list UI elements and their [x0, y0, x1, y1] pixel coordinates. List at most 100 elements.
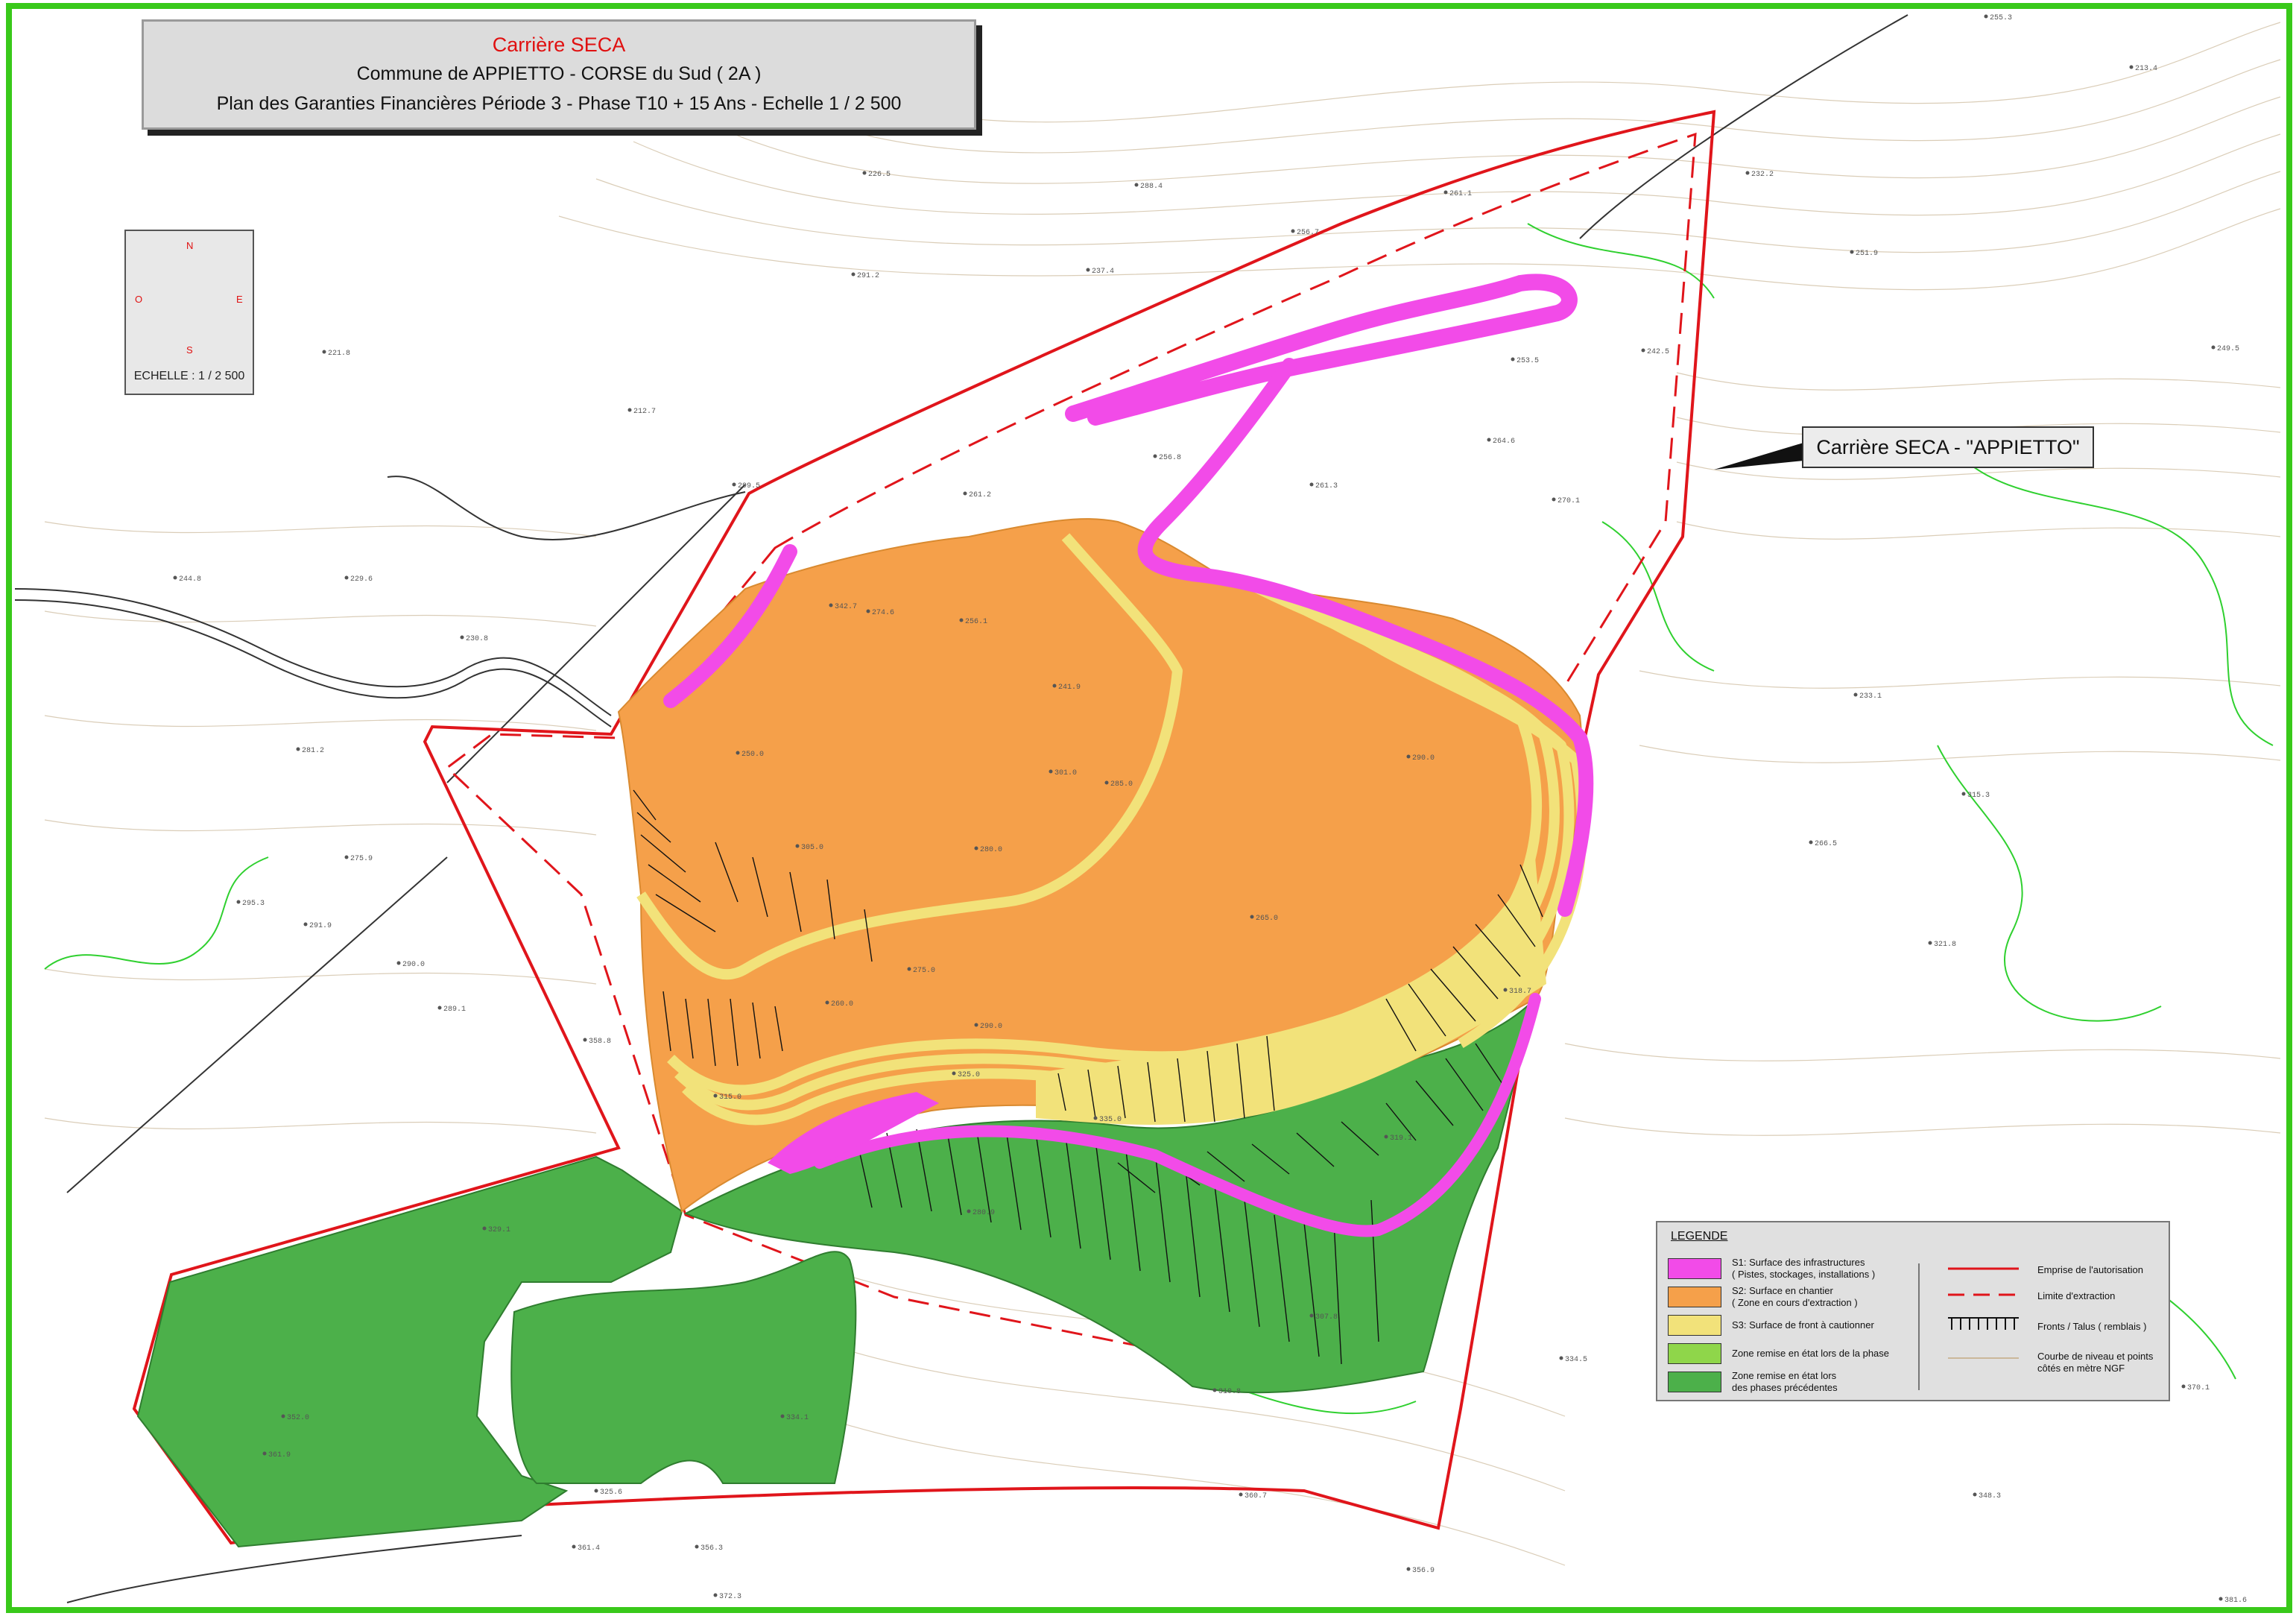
- spot-height-label: 290.0: [1412, 754, 1435, 763]
- spot-height-label: 241.9: [1058, 684, 1081, 692]
- spot-height-label: 255.3: [1990, 14, 2012, 22]
- spot-height-marker: [1309, 1313, 1314, 1318]
- legend-s2-sub: ( Zone en cours d'extraction ): [1732, 1297, 1858, 1308]
- spot-height-marker: [437, 1006, 442, 1010]
- spot-height-label: 358.8: [589, 1038, 611, 1046]
- spot-height-marker: [1853, 692, 1858, 697]
- spot-height-marker: [829, 603, 833, 607]
- spot-height-label: 233.1: [1859, 692, 1882, 701]
- map-border: [6, 3, 2292, 1613]
- legend-panel: LEGENDE S1: Surface des infrastructures …: [1656, 1221, 2170, 1401]
- spot-height-marker: [2181, 1384, 2186, 1389]
- legend-limite-label: Limite d'extraction: [2037, 1290, 2116, 1301]
- spot-height-label: 275.0: [913, 967, 935, 975]
- spot-height-marker: [1552, 497, 1556, 502]
- spot-height-marker: [296, 747, 300, 751]
- legend-swatch-s1: [1668, 1258, 1721, 1279]
- spot-height-label: 256.8: [1159, 454, 1181, 462]
- authorization-boundary: [132, 110, 1716, 1545]
- spot-height-marker: [1443, 190, 1448, 195]
- compass-north-label: N: [186, 240, 194, 251]
- spot-height-label: 260.0: [831, 1000, 853, 1009]
- spot-height-label: 288.4: [1140, 183, 1163, 191]
- legend-courbe-sub: côtés en mètre NGF: [2037, 1363, 2125, 1374]
- legend-swatch-s3: [1668, 1315, 1721, 1336]
- spot-height-label: 261.2: [969, 491, 991, 499]
- compass-south-label: S: [186, 344, 193, 356]
- spot-height-marker: [974, 846, 978, 850]
- callout-pointer: [1714, 443, 1803, 470]
- spot-height-label: 315.3: [1967, 792, 1990, 800]
- legend-zone-phase-label: Zone remise en état lors de la phase: [1732, 1348, 1890, 1359]
- spot-height-marker: [322, 350, 326, 354]
- fronts-talus-icon: [1948, 1317, 2019, 1330]
- spot-height-label: 318.7: [1509, 988, 1531, 996]
- spot-height-label: 256.7: [1297, 229, 1319, 237]
- spot-height-label: 334.1: [786, 1414, 809, 1422]
- spot-height-marker: [1406, 1567, 1411, 1571]
- spot-height-label: 360.7: [1245, 1492, 1267, 1500]
- spot-height-marker: [1093, 1116, 1098, 1120]
- spot-height-marker: [866, 609, 870, 613]
- spot-height-label: 372.3: [719, 1593, 741, 1601]
- spot-height-marker: [1153, 454, 1157, 458]
- spot-height-marker: [1559, 1356, 1563, 1360]
- legend-courbe-label: Courbe de niveau et points: [2037, 1351, 2154, 1362]
- spot-height-marker: [482, 1226, 487, 1231]
- spot-height-label: 265.0: [1256, 915, 1278, 923]
- spot-height-marker: [1291, 229, 1295, 233]
- spot-height-label: 290.0: [402, 961, 425, 969]
- s1-infrastructure: [663, 274, 1594, 1237]
- spot-height-marker: [344, 855, 349, 859]
- spot-height-label: 230.8: [466, 635, 488, 643]
- spot-height-marker: [952, 1071, 956, 1076]
- spot-height-label: 221.8: [328, 350, 350, 358]
- spot-height-marker: [173, 575, 177, 580]
- spot-height-marker: [460, 635, 464, 640]
- legend-s1-label: S1: Surface des infrastructures: [1732, 1257, 1865, 1268]
- spot-height-marker: [1809, 840, 1813, 845]
- site-callout: Carrière SECA - "APPIETTO": [1802, 426, 2094, 468]
- spot-height-label: 285.0: [1110, 780, 1133, 789]
- spot-height-marker: [1104, 780, 1109, 785]
- spot-height-marker: [1511, 357, 1515, 362]
- spot-height-label: 291.9: [309, 922, 332, 930]
- spot-height-label: 244.8: [179, 575, 201, 584]
- spot-height-label: 237.4: [1092, 268, 1114, 276]
- extraction-limit: [445, 132, 1697, 1373]
- plan-subtitle: Plan des Garanties Financières Période 3…: [216, 93, 902, 114]
- legend-divider: [1918, 1263, 1920, 1390]
- legend-zone-prev-sub: des phases précédentes: [1732, 1382, 1838, 1393]
- spot-height-marker: [396, 961, 401, 965]
- spot-height-marker: [1928, 941, 1932, 945]
- s3-front-east: [1036, 857, 1546, 1125]
- spot-height-label: 352.0: [287, 1414, 309, 1422]
- spot-height-marker: [594, 1489, 598, 1493]
- spot-height-label: 299.5: [738, 482, 760, 490]
- spot-height-marker: [695, 1544, 699, 1549]
- compass-panel: N E S O ECHELLE : 1 / 2 500: [124, 230, 254, 395]
- spot-height-label: 342.7: [835, 603, 857, 611]
- zone-prev-main: [683, 996, 1537, 1394]
- spot-height-marker: [1212, 1388, 1217, 1392]
- spot-height-label: 310.8: [1218, 1388, 1241, 1396]
- spot-height-label: 226.5: [868, 171, 891, 179]
- spot-height-label: 213.4: [2135, 65, 2157, 73]
- spot-height-label: 307.8: [1315, 1313, 1338, 1322]
- legend-swatch-zone-phase: [1668, 1343, 1721, 1364]
- spot-height-label: 232.2: [1751, 171, 1774, 179]
- spot-height-label: 264.6: [1493, 438, 1515, 446]
- spot-height-marker: [583, 1038, 587, 1042]
- spot-height-label: 291.2: [857, 272, 879, 280]
- spot-height-marker: [1641, 348, 1645, 353]
- spot-height-label: 334.5: [1565, 1356, 1587, 1364]
- spot-height-marker: [963, 491, 967, 496]
- spot-height-label: 251.9: [1856, 250, 1878, 258]
- spot-height-label: 315.0: [719, 1093, 741, 1102]
- spot-height-label: 370.1: [2187, 1384, 2210, 1392]
- spot-height-marker: [1503, 988, 1508, 992]
- spot-height-label: 270.1: [1557, 497, 1580, 505]
- spot-height-marker: [262, 1451, 267, 1456]
- spot-height-label: 212.7: [633, 408, 656, 416]
